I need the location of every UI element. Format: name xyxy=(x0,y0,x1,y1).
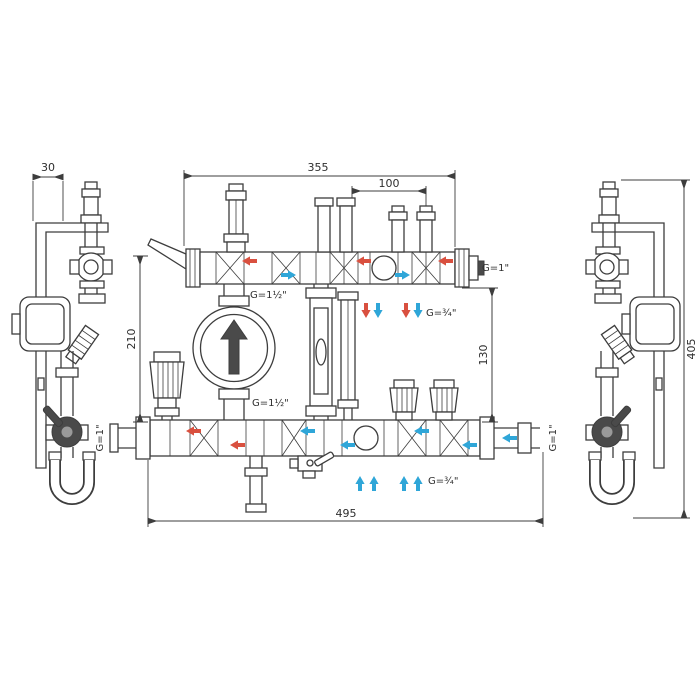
dim-495-label: 495 xyxy=(336,507,357,520)
flow-arrow-blue xyxy=(413,476,423,491)
manifold-air-vents xyxy=(223,183,436,253)
connection-labels: G=1½" G=1" G=¾" G=1½" G=¾" G=1" G=1" xyxy=(95,263,559,487)
thermostatic-valve xyxy=(149,351,185,420)
actuator-heads xyxy=(389,379,459,421)
g-top-right-label: G=1" xyxy=(482,263,509,274)
bottom-manifold xyxy=(109,416,540,460)
flow-meters xyxy=(305,284,359,420)
pump-arrow-up-icon xyxy=(220,319,248,375)
flow-arrow-red xyxy=(361,303,371,318)
front-view: G=1½" G=1" G=¾" G=1½" G=¾" G=1" G=1" xyxy=(95,183,559,513)
flow-arrow-blue xyxy=(502,433,517,443)
dim-130-label: 130 xyxy=(477,345,490,366)
air-vent-icon xyxy=(80,181,102,224)
mounting-bracket xyxy=(591,222,665,469)
valve-lever xyxy=(610,405,632,428)
g-pump-label: G=1½" xyxy=(252,397,289,409)
mounting-bracket xyxy=(35,222,109,469)
g-bottom-left-label: G=1" xyxy=(95,424,106,451)
drain-pipe xyxy=(244,456,268,513)
top-manifold xyxy=(147,238,485,288)
dim-30-label: 30 xyxy=(41,161,55,174)
dimensions: 30 355 100 210 130 495 405 xyxy=(32,161,698,527)
flow-arrow-blue xyxy=(355,476,365,491)
left-side-view xyxy=(11,181,113,505)
right-side-view xyxy=(585,181,681,505)
thermostat-handle xyxy=(600,324,636,365)
valve-lever xyxy=(42,405,64,428)
sensor-probe xyxy=(147,238,187,271)
g-top-supply-label: G=1½" xyxy=(250,289,287,301)
flow-arrow-blue xyxy=(413,303,423,318)
dim-210-label: 210 xyxy=(125,329,138,350)
dim-405-label: 405 xyxy=(685,339,698,360)
dim-100-label: 100 xyxy=(379,177,400,190)
g-top-ports-label: G=¾" xyxy=(426,308,456,319)
flow-arrow-blue xyxy=(369,476,379,491)
flow-arrow-blue xyxy=(399,476,409,491)
g-bottom-ports-label: G=¾" xyxy=(428,476,458,487)
dim-355-label: 355 xyxy=(308,161,329,174)
air-vent-icon xyxy=(598,181,620,224)
drain-valve xyxy=(289,451,335,479)
flow-arrow-blue xyxy=(373,303,383,318)
flow-arrow-red xyxy=(401,303,411,318)
g-bottom-right-label: G=1" xyxy=(548,424,559,451)
pump xyxy=(192,284,276,420)
